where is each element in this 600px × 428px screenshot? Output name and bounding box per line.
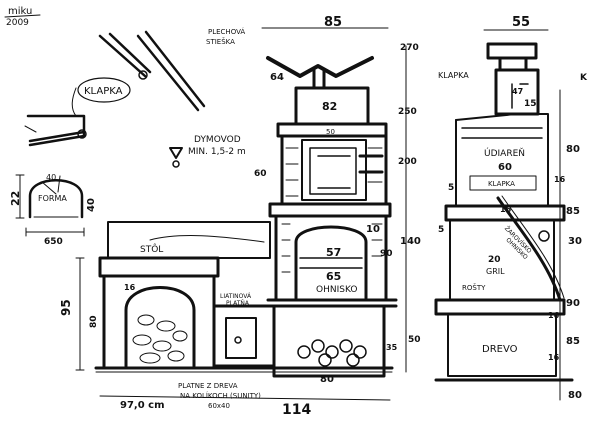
dymovod-line1: DYMOVOD	[194, 135, 241, 145]
dim-r-85a: 85	[566, 206, 580, 217]
dim-r-16b: 16	[548, 311, 560, 320]
dim-left-95: 95	[59, 299, 73, 316]
dim-200: 200	[398, 157, 417, 167]
klapka-inner-label: KLAPKA	[488, 180, 515, 188]
dim-left-line	[75, 257, 85, 371]
dim-bottom-width: 114	[282, 402, 311, 418]
dim-r-80a: 80	[566, 144, 580, 155]
dim-250: 250	[398, 107, 417, 117]
dim-bottom-line	[99, 395, 391, 401]
signature-name: miku	[8, 6, 32, 17]
note-line1: PLATNE Z DREVA	[178, 382, 238, 390]
dim-47: 47	[512, 87, 523, 96]
dim-270: 270	[400, 43, 419, 53]
forma-height: 22	[9, 191, 22, 206]
note-line2: NA KOLÍKOCH (SUNITY)	[180, 391, 261, 400]
dim-35: 35	[386, 343, 398, 352]
forma-r-value: 40	[46, 173, 56, 182]
dim-16-gril: 16	[500, 205, 512, 214]
klapka-label-right: KLAPKA	[438, 71, 469, 80]
dim-5a: 5	[448, 183, 454, 193]
dim-5b: 5	[438, 225, 444, 235]
forma-r-side: 40	[86, 198, 97, 212]
liatinova-line2: PLATŇA	[226, 300, 250, 307]
dim-20: 20	[488, 255, 501, 265]
signature-year: 2009	[6, 18, 29, 28]
dim-right-top: 55	[512, 15, 530, 30]
drevo-label: DREVO	[482, 344, 518, 355]
dim-r-80b: 80	[568, 390, 582, 401]
dim-50-h: 50	[408, 335, 421, 345]
dymovod-symbol	[169, 147, 183, 168]
dim-side-10: 10	[366, 224, 380, 235]
plechova-line2: STIEŠKA	[206, 37, 235, 46]
stol-label: STÔL	[140, 243, 163, 255]
gril-label: GRIL	[486, 267, 505, 276]
side-view	[434, 42, 574, 382]
dim-65: 65	[326, 270, 341, 283]
dim-top-width: 85	[324, 15, 342, 30]
front-view	[94, 56, 398, 378]
dim-r-60: 60	[498, 162, 512, 173]
dim-r-90: 90	[566, 298, 580, 309]
dim-82: 82	[322, 100, 337, 113]
dim-140: 140	[400, 236, 421, 247]
note-line3: 60x40	[208, 402, 230, 410]
dim-bottom-left: 97,0 cm	[120, 400, 165, 411]
dim-arch-16: 16	[124, 283, 136, 292]
dim-left-80: 80	[89, 315, 99, 328]
arch-stones	[132, 314, 188, 364]
forma-sketch	[15, 174, 85, 237]
dim-oven-60: 60	[254, 169, 267, 179]
ohnisko-label: OHNISKO	[316, 285, 357, 295]
liatinova-line1: LIATINOVÁ	[220, 293, 252, 300]
dim-r-90b: 90	[380, 249, 393, 259]
dim-r-30: 30	[568, 236, 582, 247]
wood-logs	[297, 339, 367, 367]
forma-label: FORMA	[38, 194, 67, 203]
dim-k: K	[580, 73, 588, 83]
dim-57: 57	[326, 246, 341, 259]
klapka-sketch	[24, 30, 206, 147]
klapka-label-left: KLAPKA	[84, 86, 123, 97]
forma-width: 650	[44, 237, 63, 247]
dim-15: 15	[524, 99, 537, 109]
rosty-label: ROŠTY	[462, 283, 486, 292]
dim-64: 64	[270, 72, 284, 83]
signature-underline	[4, 14, 41, 18]
dim-r-16c: 16	[548, 353, 560, 362]
plechova-line1: PLECHOVÁ	[208, 27, 245, 36]
dim-base-80: 80	[320, 374, 334, 385]
dim-50: 50	[326, 128, 335, 136]
udiaren-label: ÚDIAREŇ	[484, 147, 525, 159]
dymovod-line2: MIN. 1,5-2 m	[188, 147, 246, 157]
dim-r-85b: 85	[566, 336, 580, 347]
